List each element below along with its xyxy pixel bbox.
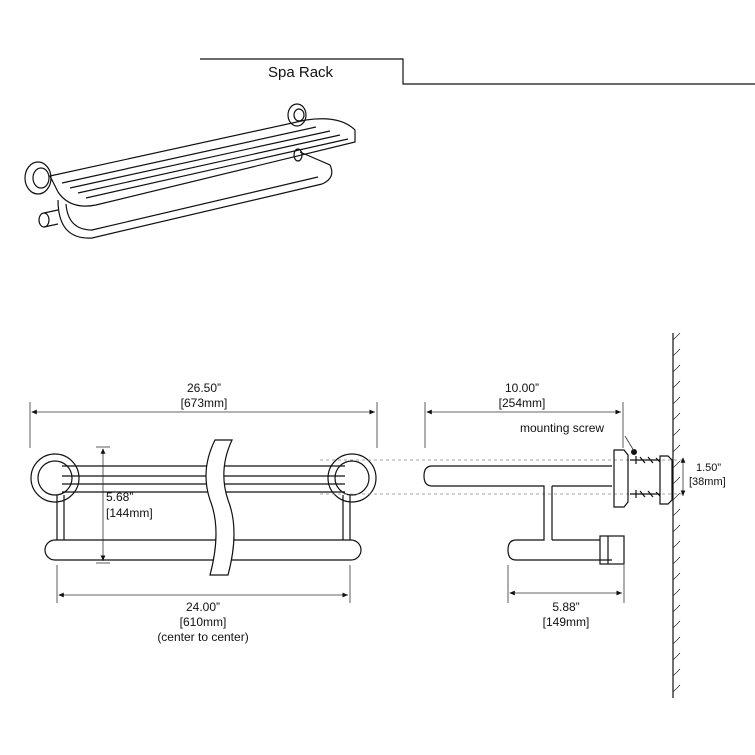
front-view: [29, 402, 378, 603]
lower-depth-mm-label: [149mm]: [542, 615, 590, 629]
overall-width-mm-label: [673mm]: [180, 396, 228, 410]
product-title: Spa Rack: [268, 64, 334, 81]
side-view: [320, 332, 686, 698]
flange-diameter-label: 1.50”: [696, 462, 722, 474]
overall-width-label: 26.50”: [186, 381, 222, 395]
depth-label: 10.00”: [504, 381, 540, 395]
mounting-screw-label: mounting screw: [520, 421, 605, 435]
title-bar: [200, 58, 755, 85]
center-width-mm-label: [610mm]: [179, 615, 227, 629]
flange-diameter-mm-label: [38mm]: [689, 476, 726, 488]
depth-mm-label: [254mm]: [498, 396, 546, 410]
spa-rack-illustration: [24, 103, 356, 239]
height-mm-label: [144mm]: [106, 506, 153, 520]
center-note-label: (center to center): [157, 630, 249, 644]
height-label: 5.68”: [106, 490, 134, 504]
lower-depth-label: 5.88”: [552, 600, 580, 614]
center-width-label: 24.00”: [185, 600, 221, 614]
